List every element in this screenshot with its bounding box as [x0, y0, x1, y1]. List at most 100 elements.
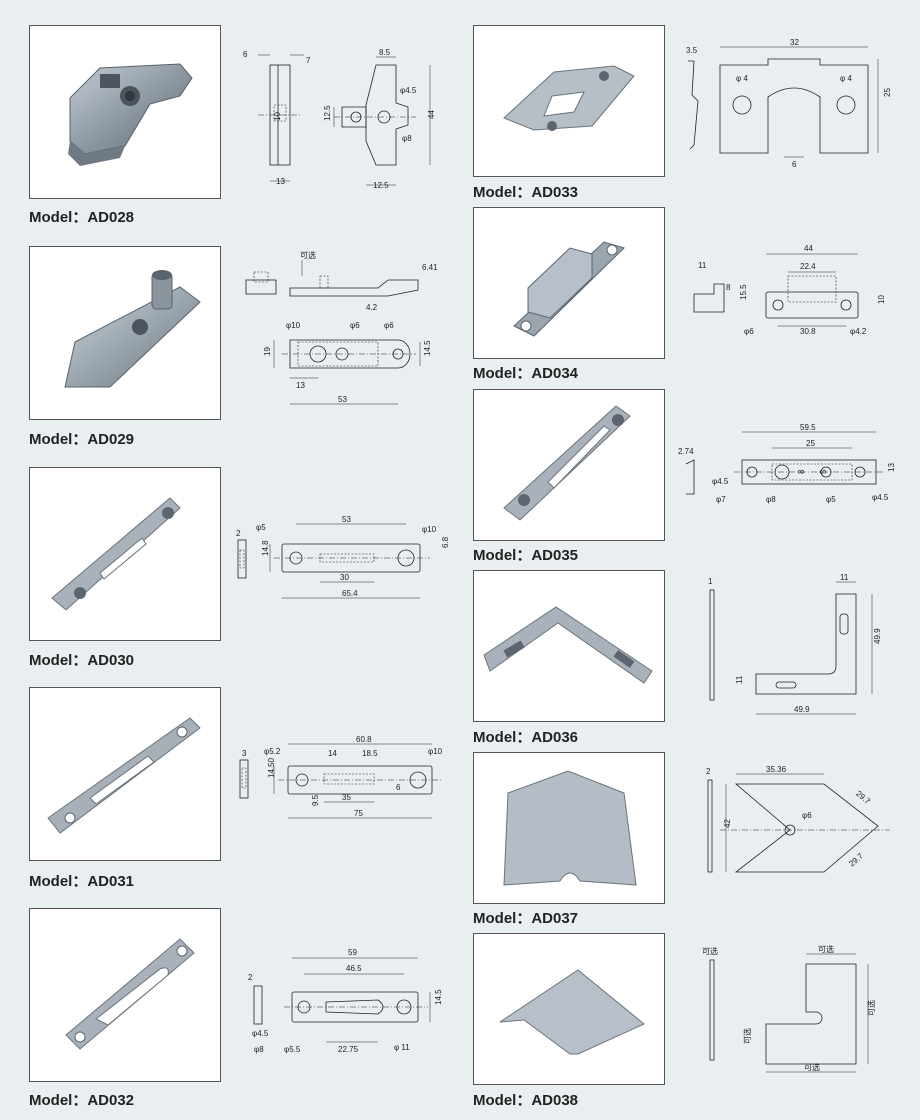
- dim-text: φ8: [766, 495, 776, 504]
- technical-drawing-ad029: 可选 6.41 4.2 φ10 φ6 φ6 19 14.5 13 53: [238, 250, 448, 410]
- dim-text: 49.9: [873, 628, 882, 644]
- dim-text: φ8: [402, 134, 412, 143]
- dim-text: 44: [804, 244, 813, 253]
- dim-text: φ4.2: [850, 327, 867, 336]
- dim-text: 22.75: [338, 1045, 359, 1054]
- model-label-ad037: Model：AD037: [473, 910, 579, 927]
- dim-text: 49.9: [794, 705, 810, 714]
- dim-text: 53: [342, 515, 351, 524]
- dim-text: φ10: [422, 525, 437, 534]
- dim-text: 15.5: [739, 284, 748, 300]
- dim-text: 11: [735, 675, 744, 684]
- dim-text: 75: [354, 809, 363, 818]
- product-photo-ad028: [29, 25, 221, 199]
- model-label-ad031: Model：AD031: [29, 873, 135, 890]
- product-photo-ad036: [473, 570, 665, 722]
- model-label-ad034: Model：AD034: [473, 365, 579, 382]
- dim-text: 35: [342, 793, 351, 802]
- dim-text: φ4.5: [712, 477, 729, 486]
- dim-text: 7: [306, 56, 311, 65]
- technical-drawing-ad032: 2 59 46.5 14.5 φ4.5 φ8 φ5.5 22.75 φ 11: [238, 940, 458, 1070]
- dim-text: 53: [338, 395, 347, 404]
- dim-text: 3.5: [686, 46, 698, 55]
- dim-text: 59: [348, 948, 357, 957]
- dim-text: 2: [706, 767, 711, 776]
- dim-text: 32: [790, 38, 799, 47]
- technical-drawing-ad030: 2 φ5 53 φ10 14.8 6.8 30 65.4: [230, 510, 450, 610]
- dim-text: 11: [698, 261, 707, 270]
- dim-text: 13: [296, 381, 305, 390]
- dim-text: 5: [819, 469, 828, 474]
- technical-drawing-ad037: 2 35.36 29.7 φ6 42 29.7: [700, 760, 900, 890]
- dim-text: 29.7: [854, 789, 872, 806]
- dim-text: 可选: [818, 944, 834, 954]
- dim-text: 18.5: [362, 749, 378, 758]
- technical-drawing-ad034: 11 8 15.5 44 22.4 10 30.8 φ6 φ4.2: [684, 240, 904, 340]
- dim-text: 6: [396, 783, 401, 792]
- technical-drawing-ad036: 2 1 11 49.9 11 49.9: [696, 573, 896, 724]
- dim-text: φ5.2: [264, 747, 281, 756]
- product-photo-ad032: [29, 908, 221, 1082]
- product-photo-ad029: [29, 246, 221, 420]
- dim-text: 14.5: [434, 989, 443, 1005]
- product-photo-ad033: [473, 25, 665, 177]
- dim-text: 25: [806, 439, 815, 448]
- dim-text: 11: [840, 574, 849, 582]
- dim-text: 2.74: [678, 447, 694, 456]
- model-label-ad033: Model：AD033: [473, 184, 579, 201]
- dim-text: φ10: [286, 321, 301, 330]
- dim-text: 6: [792, 160, 797, 169]
- dim-text: 65.4: [342, 589, 358, 598]
- dim-text: φ 4: [736, 74, 748, 83]
- dim-text: 8.5: [379, 48, 391, 57]
- dim-text: 42: [723, 819, 732, 828]
- technical-drawing-ad031: 3 60.8 φ5.2 14 18.5 φ10 14.50 9.5 35 75 …: [232, 730, 452, 830]
- dim-text: 13: [887, 463, 896, 472]
- model-label-ad030: Model：AD030: [29, 652, 135, 669]
- dim-text: 14: [328, 749, 337, 758]
- technical-drawing-ad038: 可选 可选 可选 可选 可选: [700, 940, 900, 1080]
- dim-text: 6.41: [422, 263, 438, 272]
- dim-text: 9.5: [311, 794, 320, 806]
- dim-text: 可选: [804, 1062, 820, 1072]
- dim-text: 25: [883, 88, 892, 97]
- dim-text: 可选: [866, 1000, 876, 1016]
- dim-text: φ6: [744, 327, 754, 336]
- dim-text: φ10: [428, 747, 443, 756]
- dim-text: 44: [427, 110, 436, 119]
- product-photo-ad031: [29, 687, 221, 861]
- dim-text: φ6: [384, 321, 394, 330]
- dim-text: 13: [276, 177, 285, 186]
- dim-text: 1: [708, 577, 713, 586]
- product-photo-ad035: [473, 389, 665, 541]
- dim-text: φ6: [350, 321, 360, 330]
- model-label-ad032: Model：AD032: [29, 1092, 135, 1109]
- model-label-ad035: Model：AD035: [473, 547, 579, 564]
- dim-text: 14.5: [423, 340, 432, 356]
- product-photo-ad038: [473, 933, 665, 1085]
- dim-text: φ4.5: [872, 493, 889, 502]
- dim-text: 46.5: [346, 964, 362, 973]
- dim-text: 14.8: [261, 540, 270, 556]
- dim-text: 8: [726, 283, 731, 292]
- product-photo-ad030: [29, 467, 221, 641]
- dim-text: φ5: [256, 523, 266, 532]
- dim-text: 14.50: [267, 757, 276, 778]
- dim-text: φ5.5: [284, 1045, 301, 1054]
- technical-drawing-ad033: 3.5 32 φ 4 φ 4 25 6: [680, 35, 900, 175]
- technical-drawing-ad035: 2.74 59.5 25 φ4.5 8 5 13 φ7 φ8 φ5 φ4.5: [676, 420, 906, 520]
- model-label-ad029: Model：AD029: [29, 431, 135, 448]
- model-label-ad028: Model：AD028: [29, 209, 135, 226]
- dim-text: 2: [248, 973, 253, 982]
- dim-text: 可选: [300, 250, 316, 260]
- dim-text: 35.36: [766, 765, 787, 774]
- product-photo-ad034: [473, 207, 665, 359]
- dim-text: 3: [242, 749, 247, 758]
- dim-text: 22.4: [800, 262, 816, 271]
- dim-text: 10: [273, 112, 282, 121]
- model-label-ad038: Model：AD038: [473, 1092, 579, 1109]
- dim-text: φ 11: [394, 1043, 410, 1052]
- dim-text: φ7: [716, 495, 726, 504]
- dim-text: 6: [243, 50, 248, 59]
- dim-text: φ6: [802, 811, 812, 820]
